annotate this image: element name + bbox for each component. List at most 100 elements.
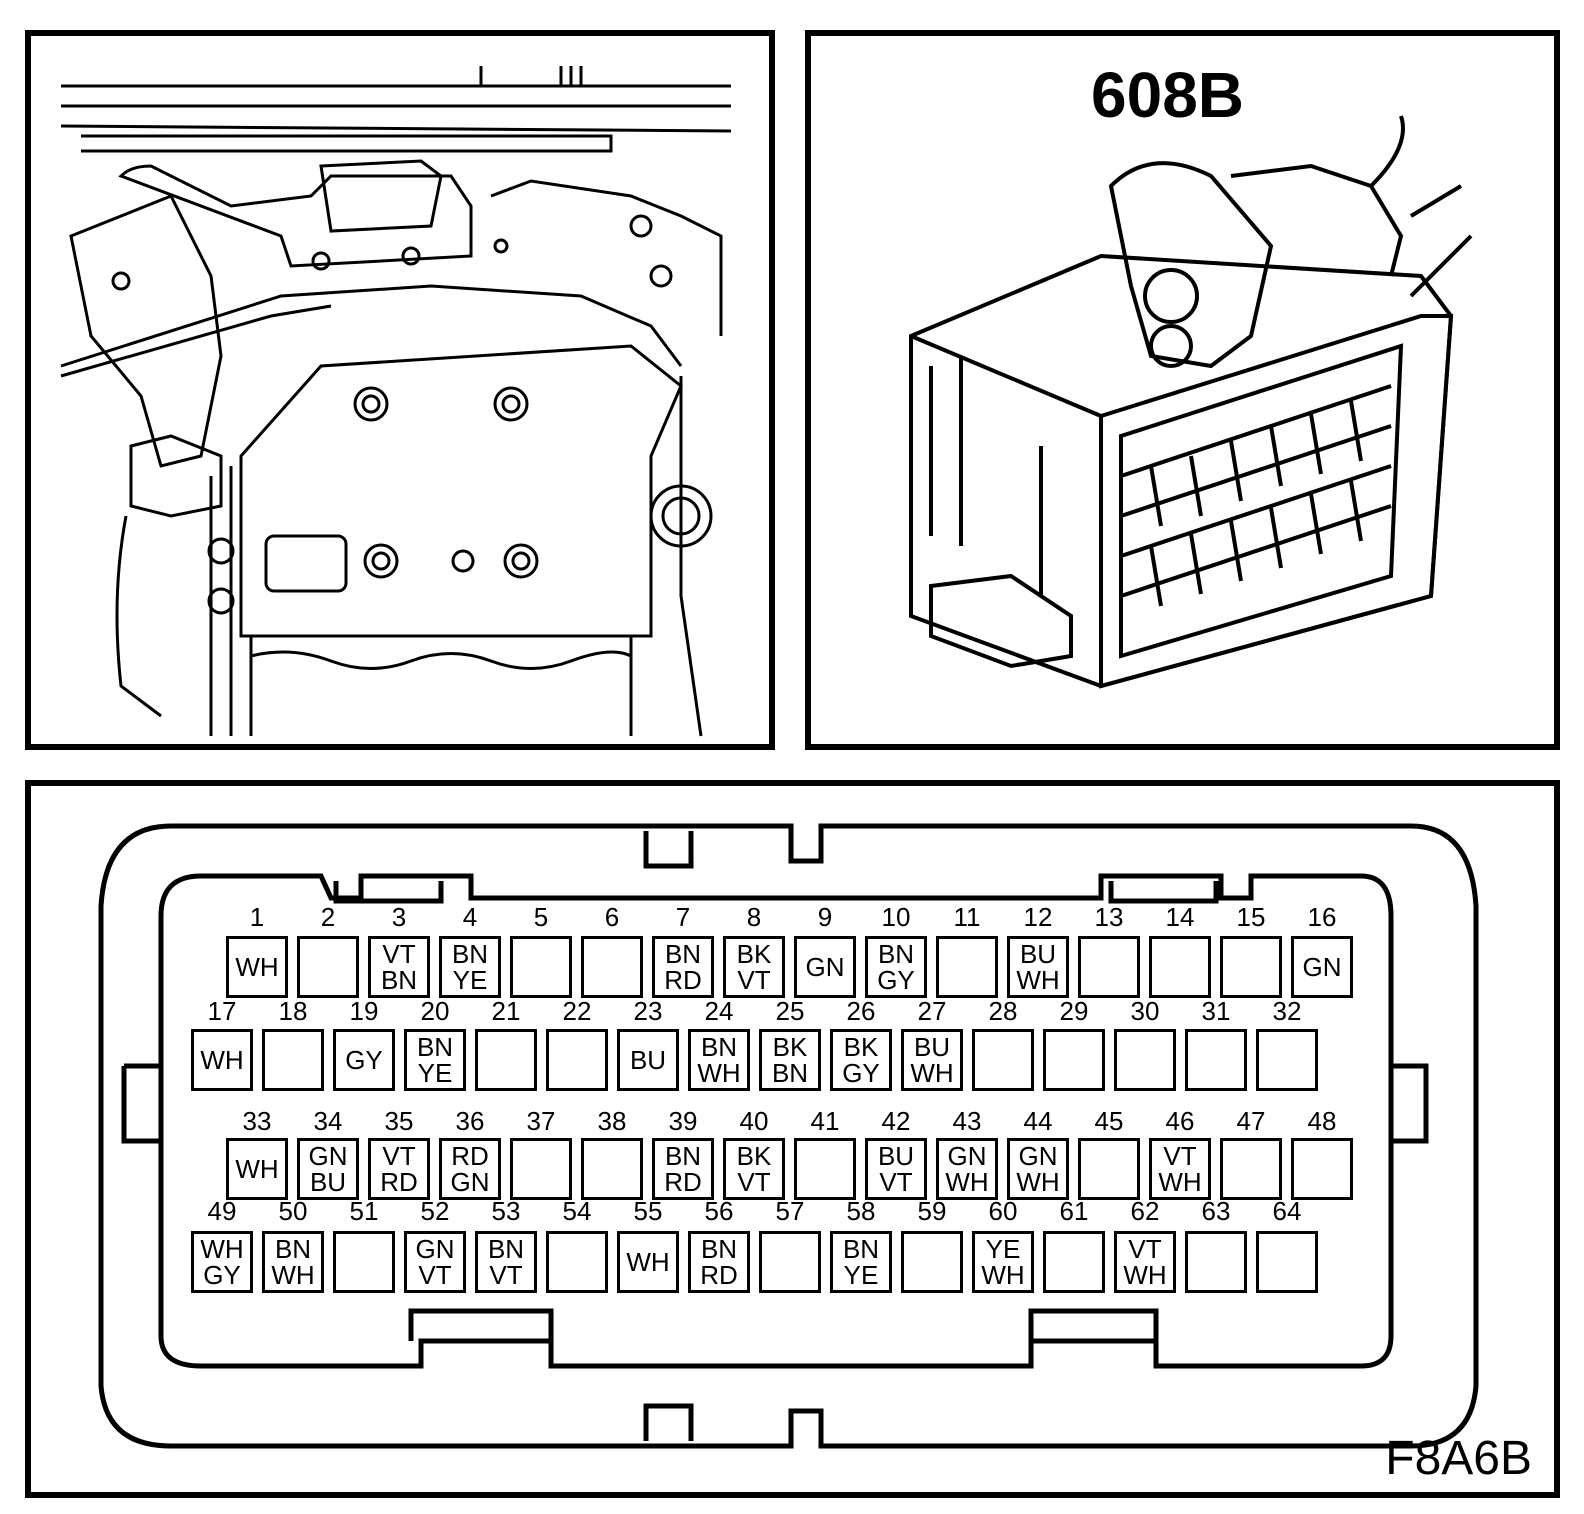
pin-cavity [510, 936, 572, 998]
engine-bay-illustration [25, 30, 775, 750]
wire-color-code: WH [1123, 1260, 1167, 1290]
pin-number: 48 [1307, 1106, 1337, 1136]
pin-number: 14 [1165, 902, 1195, 932]
pin-cavity [333, 1231, 395, 1293]
wire-color-code: GN [1018, 1141, 1058, 1171]
pin-number: 4 [462, 902, 478, 932]
pin-cavity: WH [191, 1029, 253, 1091]
pin-number: 17 [207, 996, 237, 1026]
wire-color-code: BK [736, 939, 772, 969]
wire-color-code: GY [842, 1058, 880, 1088]
pin-cavity [581, 1138, 643, 1200]
pin-number: 55 [633, 1196, 663, 1226]
pin-number: 3 [391, 902, 407, 932]
pin-cavity [1220, 1138, 1282, 1200]
pin-number: 5 [533, 902, 549, 932]
wire-color-code: RD [664, 1167, 702, 1197]
pin-cavity [475, 1029, 537, 1091]
pin-cavity: WH [226, 1138, 288, 1200]
wire-color-code: WH [697, 1058, 741, 1088]
pin-number: 58 [846, 1196, 876, 1226]
pin-cavity [1114, 1029, 1176, 1091]
figure-code: F8A6B [1385, 1432, 1532, 1485]
wire-color-code: BU [913, 1032, 951, 1062]
pin-number: 26 [846, 996, 876, 1026]
pin-cavity [1185, 1029, 1247, 1091]
pin-number: 43 [952, 1106, 982, 1136]
wire-color-code: GY [345, 1045, 383, 1075]
pin-number: 34 [313, 1106, 343, 1136]
connector-drawing [909, 115, 1473, 689]
pin-number: 7 [675, 902, 691, 932]
pin-cavity [901, 1231, 963, 1293]
pin-number: 44 [1023, 1106, 1053, 1136]
pin-number: 60 [988, 1196, 1018, 1226]
pin-number: 49 [207, 1196, 237, 1226]
wire-color-code: RD [380, 1167, 418, 1197]
wire-color-code: BU [877, 1141, 915, 1171]
pin-number: 30 [1130, 996, 1160, 1026]
wire-color-code: WH [235, 1154, 279, 1184]
wire-color-code: BU [1019, 939, 1057, 969]
wire-color-code: BN [877, 939, 915, 969]
pin-number: 11 [953, 902, 981, 932]
pin-number: 32 [1272, 996, 1302, 1026]
wire-color-code: WH [945, 1167, 989, 1197]
wire-color-code: GN [308, 1141, 348, 1171]
pin-number: 6 [604, 902, 620, 932]
wire-color-code: YE [843, 1260, 879, 1290]
pin-cavity: WH [226, 936, 288, 998]
wire-color-code: WH [200, 1234, 244, 1264]
pin-number: 20 [420, 996, 450, 1026]
pin-cavity: GY [333, 1029, 395, 1091]
connector-outline [98, 823, 1479, 1449]
pin-number: 18 [278, 996, 308, 1026]
pin-number: 36 [455, 1106, 485, 1136]
wire-color-code: VT [737, 1167, 771, 1197]
pin-number: 57 [775, 1196, 805, 1226]
pin-cavity [1043, 1029, 1105, 1091]
pin-cavity [1256, 1231, 1318, 1293]
pin-number: 8 [746, 902, 762, 932]
pin-number: 64 [1272, 1196, 1302, 1226]
pin-number: 2 [320, 902, 336, 932]
pin-number: 54 [562, 1196, 592, 1226]
pin-cavity: GN [794, 936, 856, 998]
wire-color-code: GN [805, 952, 845, 982]
pin-number: 51 [349, 1196, 379, 1226]
pin-cavity [1078, 1138, 1140, 1200]
pin-number: 1 [249, 902, 265, 932]
pin-cavity [1078, 936, 1140, 998]
pin-cavity [759, 1231, 821, 1293]
wire-color-code: WH [235, 952, 279, 982]
pin-number: 37 [526, 1106, 556, 1136]
wire-color-code: BK [772, 1032, 808, 1062]
pin-number: 31 [1201, 996, 1231, 1026]
pin-cavity [262, 1029, 324, 1091]
wire-color-code: BN [380, 965, 418, 995]
wire-color-code: GY [203, 1260, 241, 1290]
wire-color-code: WH [1016, 965, 1060, 995]
wire-color-code: GN [415, 1234, 455, 1264]
wire-color-code: WH [200, 1045, 244, 1075]
pin-number: 61 [1059, 1196, 1089, 1226]
wire-color-code: BK [843, 1032, 879, 1062]
pin-number: 41 [810, 1106, 840, 1136]
wire-color-code: VT [737, 965, 771, 995]
pin-number: 23 [633, 996, 663, 1026]
pin-cavity [936, 936, 998, 998]
